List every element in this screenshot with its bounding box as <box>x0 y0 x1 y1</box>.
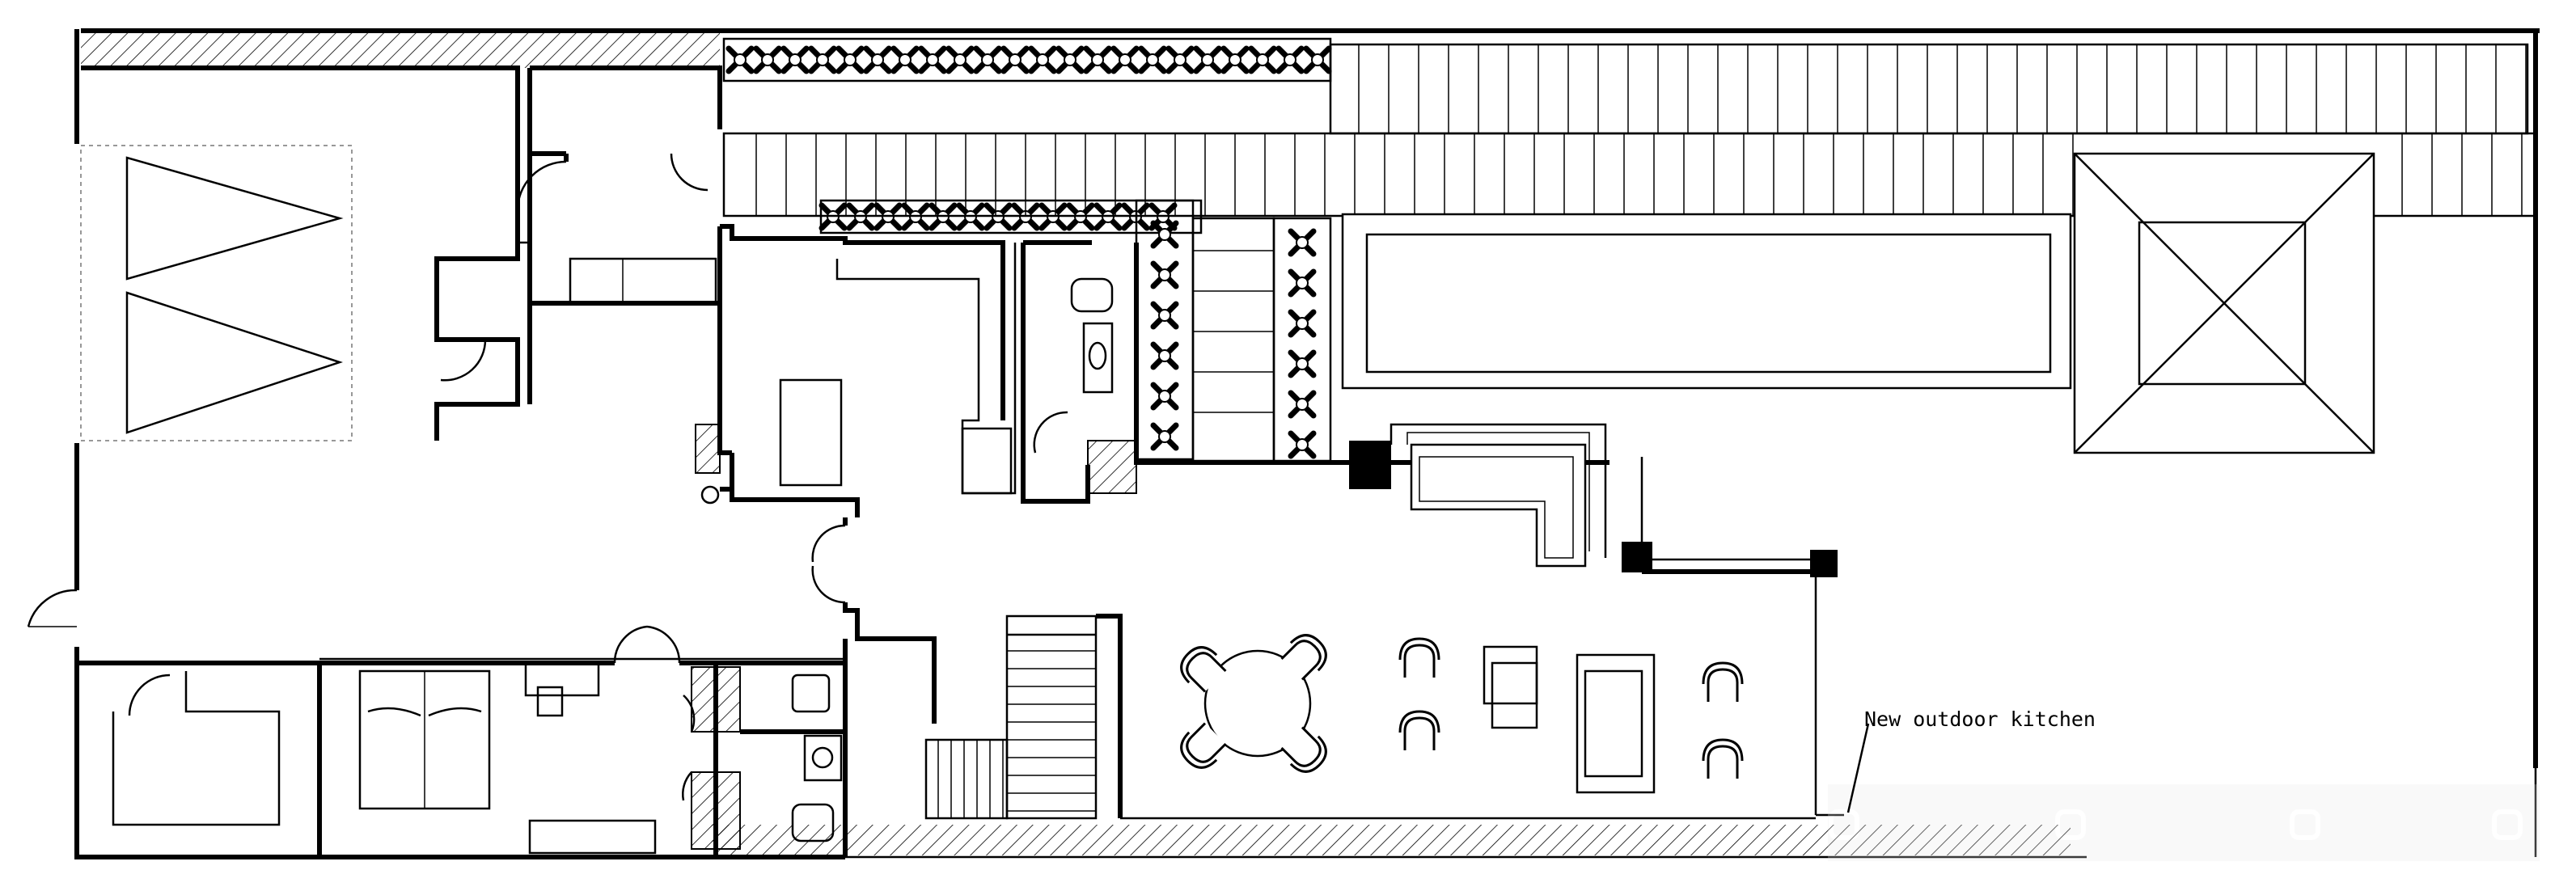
door-swing <box>516 160 567 211</box>
appliance <box>779 378 843 487</box>
dresser <box>528 819 657 855</box>
door-swing <box>1033 411 1068 454</box>
shrub-icon <box>1251 49 1274 71</box>
hatched-boundary-walls <box>81 28 2540 855</box>
pergola <box>2073 152 2375 454</box>
kitchen-counter <box>1349 423 1844 817</box>
planter-top <box>722 37 1330 82</box>
bathroom <box>1021 240 1139 504</box>
lounge-chairs <box>1398 637 1744 794</box>
shrub-icon <box>729 49 751 71</box>
shrub-icon <box>1169 49 1191 71</box>
shrub-icon <box>811 49 834 71</box>
pool <box>1341 213 2072 390</box>
shrub-icon <box>1291 312 1313 335</box>
desk-chair <box>536 686 564 717</box>
shrub-icon <box>976 49 999 71</box>
door-swing <box>27 589 78 627</box>
vanity <box>1082 322 1114 394</box>
shrub-icon <box>1306 49 1329 71</box>
door-swing <box>128 674 171 716</box>
door-swing <box>440 339 487 382</box>
shrub-icon <box>1279 49 1301 71</box>
round-dining-table <box>1173 627 1335 780</box>
shrub-icon <box>1291 272 1313 294</box>
lower-left-rooms <box>74 625 845 857</box>
shrub-icon <box>839 49 861 71</box>
shrub-icon <box>1196 49 1219 71</box>
car-outline <box>125 156 344 281</box>
shrub-icon <box>1153 425 1176 448</box>
shrub-icon <box>1031 49 1054 71</box>
shrub-icon <box>866 49 889 71</box>
shrub-icon <box>1059 49 1081 71</box>
toilet <box>791 674 831 713</box>
door-swing <box>811 565 846 604</box>
shrub-icon <box>1114 49 1136 71</box>
planter-vertical <box>1135 199 1332 462</box>
door-swing <box>811 524 846 563</box>
shrub-icon <box>1004 49 1026 71</box>
shrub-icon <box>894 49 916 71</box>
shrub-icon <box>949 49 971 71</box>
shrub-icon <box>1086 49 1109 71</box>
leader-line <box>1846 723 1870 813</box>
car-outline <box>125 291 344 434</box>
door-swing <box>613 625 648 664</box>
shrub-icon <box>1153 264 1176 286</box>
door-swing <box>670 153 709 192</box>
shrub-icon <box>1224 49 1246 71</box>
shrub-icon <box>1153 344 1176 367</box>
column <box>1349 441 1391 489</box>
shrub-icon <box>1141 49 1164 71</box>
watermark <box>1828 784 2540 861</box>
interior-walls-upper <box>81 65 722 441</box>
shrub-icon <box>1291 433 1313 456</box>
shrub-icon <box>1153 223 1176 246</box>
shrub-icon <box>1291 393 1313 416</box>
column <box>1622 542 1652 572</box>
appliance <box>961 427 1013 495</box>
annotation-label: New outdoor kitchen <box>1864 707 2096 731</box>
annotation-group: New outdoor kitchen <box>1846 707 2096 813</box>
toilet <box>1070 277 1114 313</box>
shrub-icon <box>1291 231 1313 254</box>
door-swing <box>646 625 681 664</box>
sink <box>803 734 843 782</box>
shrub-icon <box>784 49 806 71</box>
shrub-icon <box>1291 353 1313 375</box>
counter <box>569 257 717 305</box>
shrub-icon <box>921 49 944 71</box>
l-shaped-sofa <box>1410 443 1587 568</box>
toilet <box>791 803 835 842</box>
central-block <box>695 224 1017 663</box>
shrub-icon <box>756 49 779 71</box>
shrub-icon <box>1153 304 1176 327</box>
garage-area <box>27 145 353 627</box>
stairs <box>843 614 1816 857</box>
shrub-icon <box>1153 385 1176 407</box>
